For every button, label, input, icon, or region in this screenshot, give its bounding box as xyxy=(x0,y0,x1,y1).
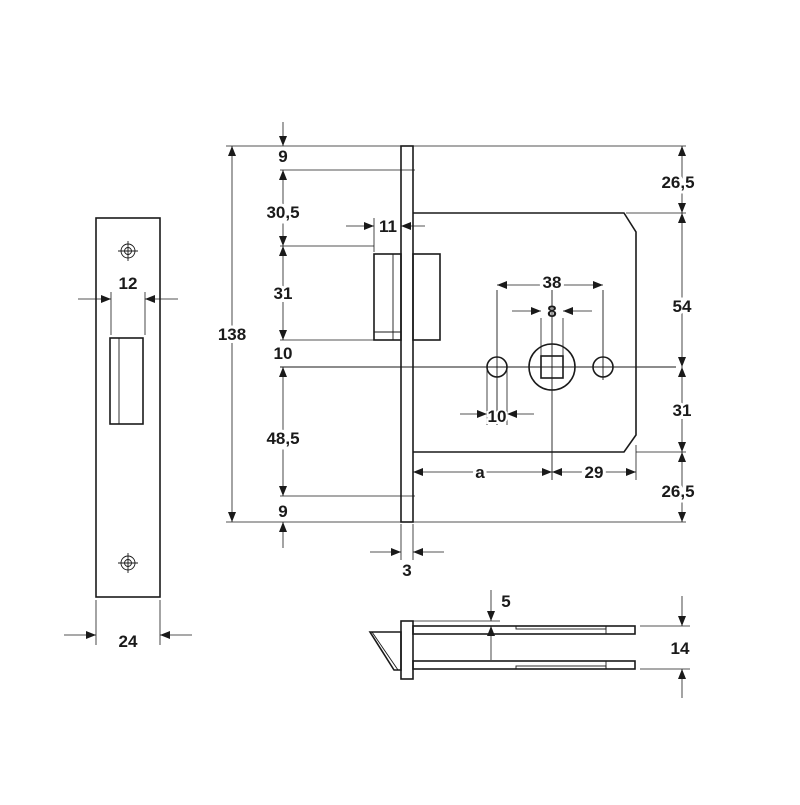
faceplate-outline xyxy=(95,217,161,598)
backset-label: a xyxy=(475,463,485,482)
top-offset-label: 9 xyxy=(278,147,287,166)
faceplate-bottom-screw-hole xyxy=(118,553,138,573)
spindle-square-label: 8 xyxy=(547,302,556,321)
edge-distance-label: 29 xyxy=(585,463,604,482)
right-lower-label: 31 xyxy=(673,401,692,420)
latch-gap-label: 10 xyxy=(274,344,293,363)
lock-section-view: 5 14 xyxy=(368,590,690,698)
lock-body-side-view xyxy=(280,145,676,523)
right-middle-label: 54 xyxy=(673,297,692,316)
spindle-dimensions: 38 8 10 a 29 xyxy=(413,270,637,485)
latch-projection-dimension: 11 xyxy=(346,215,425,252)
forend-thickness-label: 3 xyxy=(402,561,411,580)
latch-bolt-body xyxy=(412,253,441,341)
section-latch-edge xyxy=(371,631,399,671)
left-vertical-dimensions: 138 9 30,5 31 10 48,5 9 xyxy=(215,122,303,548)
section-offset-label: 5 xyxy=(501,592,510,611)
hole-spacing-38-label: 38 xyxy=(543,273,562,292)
to-latch-label: 30,5 xyxy=(266,203,299,222)
section-latch xyxy=(368,631,402,671)
faceplate-latch-slot xyxy=(109,337,144,425)
bottom-offset-label: 9 xyxy=(278,502,287,521)
faceplate-width-label: 24 xyxy=(119,632,138,651)
forend-plate xyxy=(400,145,414,523)
latch-projection-label: 11 xyxy=(379,217,397,236)
right-vertical-dimensions: 26,5 54 31 26,5 xyxy=(658,146,698,522)
right-bottom-label: 26,5 xyxy=(661,482,694,501)
latch-height-label: 31 xyxy=(274,284,293,303)
extension-lines xyxy=(226,145,686,523)
right-top-label: 26,5 xyxy=(661,173,694,192)
overall-height-label: 138 xyxy=(218,325,246,344)
section-depth-label: 14 xyxy=(671,639,690,658)
section-lower-plate xyxy=(412,660,636,670)
hole-diameter-label: 10 xyxy=(488,407,507,426)
latch-bolt xyxy=(373,253,402,341)
forend-thickness-dimension: 3 xyxy=(370,524,444,580)
faceplate-top-screw-hole xyxy=(118,241,138,261)
section-upper-plate xyxy=(412,625,636,635)
faceplate-front-view: 12 24 xyxy=(64,217,192,651)
lock-case xyxy=(413,212,637,453)
lower-run-label: 48,5 xyxy=(266,429,299,448)
section-forend xyxy=(400,620,414,680)
hole-spacing-label: 12 xyxy=(119,274,138,293)
